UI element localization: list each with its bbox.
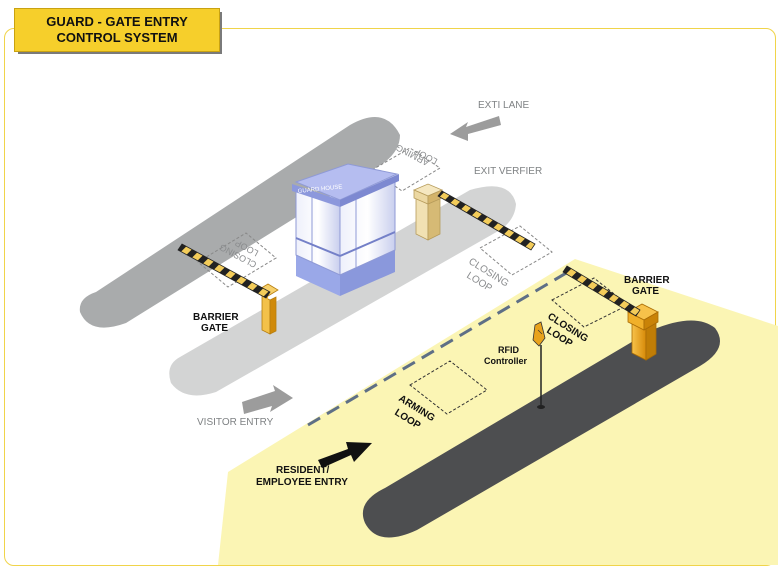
closing-loop-left	[197, 232, 277, 288]
resident-island	[362, 320, 720, 538]
exit-lane-arrow	[450, 116, 501, 141]
title-line-1: GUARD - GATE ENTRY	[46, 14, 188, 29]
rfid-label-line1: RFID	[498, 345, 519, 355]
resident-entry-line2: EMPLOYEE ENTRY	[256, 477, 348, 488]
barrier-gate-left-line2: GATE	[201, 323, 228, 334]
guard-house-label: GUARD HOUSE	[298, 184, 343, 195]
lane-divider	[307, 270, 569, 427]
exit-verifier	[412, 183, 444, 241]
rfid-controller	[532, 321, 546, 409]
title-line-2: CONTROL SYSTEM	[56, 30, 178, 45]
resident-entry-arrow	[318, 442, 372, 468]
left-gate-arm	[177, 243, 271, 299]
barrier-gate-right-line2: GATE	[632, 286, 659, 297]
exit-gate-arm	[437, 190, 536, 251]
barrier-gate-right-line1: BARRIER	[624, 275, 670, 286]
title-banner: GUARD - GATE ENTRY CONTROL SYSTEM	[14, 8, 220, 52]
exit-lane-island	[79, 117, 401, 328]
diagram-frame	[4, 28, 776, 566]
arming-loop-bottom	[409, 360, 488, 415]
barrier-gate-right	[627, 303, 659, 361]
exit-lane-label: EXTI LANE	[478, 100, 529, 111]
visitor-entry-arrow	[242, 385, 293, 414]
barrier-gate-left-line1: BARRIER	[193, 312, 239, 323]
rfid-label-line2: Controller	[484, 356, 527, 366]
visitor-entry-label: VISITOR ENTRY	[197, 417, 274, 428]
guard-house	[292, 163, 399, 296]
resident-entry-line1: RESIDENT/	[276, 465, 330, 476]
exit-verifier-label: EXIT VERFIER	[474, 166, 542, 177]
right-gate-arm	[562, 265, 641, 317]
